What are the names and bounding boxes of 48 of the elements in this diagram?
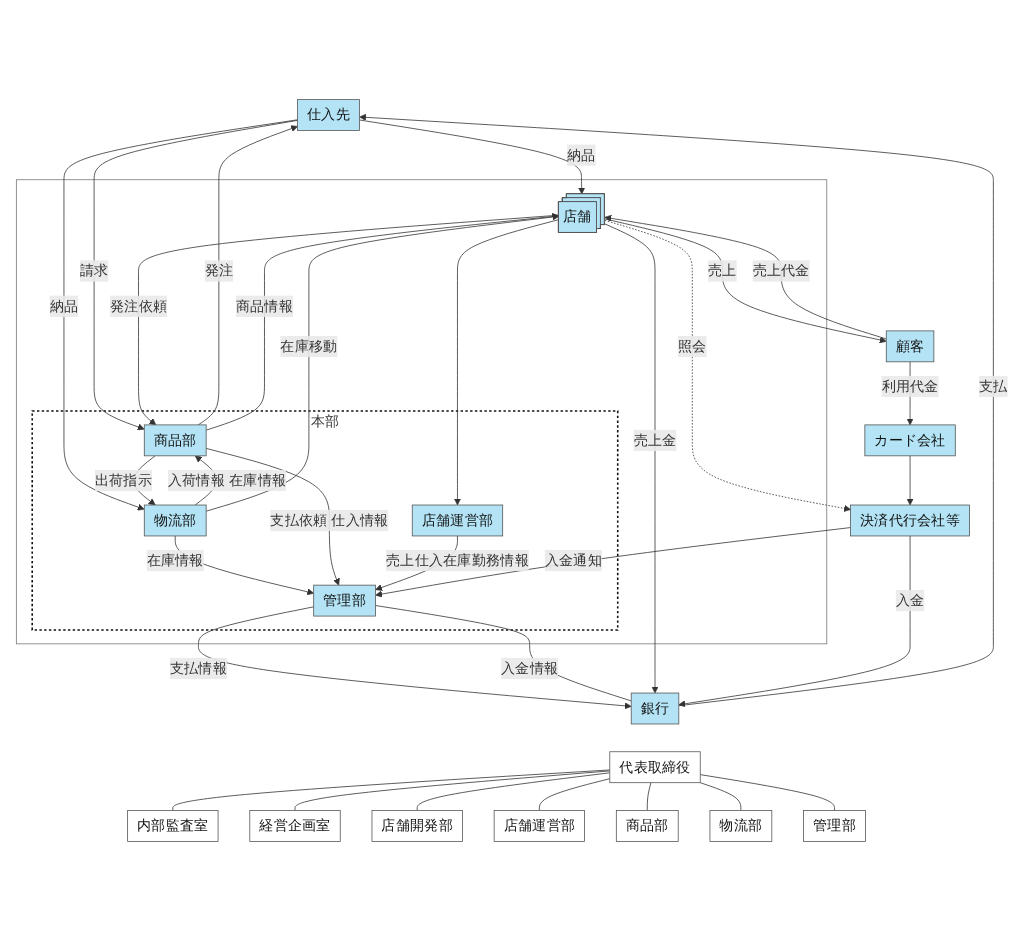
- node-box: 経営企画室: [249, 810, 341, 842]
- connector: [699, 774, 835, 811]
- edge-label: 入荷情報 在庫情報: [167, 472, 287, 488]
- edge-label: 発注: [204, 262, 234, 279]
- edge-label: 支払: [979, 378, 1008, 394]
- edge-label: 請求: [79, 262, 109, 279]
- edge-label: 納品: [49, 297, 79, 314]
- edge-label: 支払依頼 仕入情報: [270, 512, 389, 529]
- cluster: [15, 179, 828, 645]
- node-box: 内部監査室: [127, 810, 219, 842]
- node-box: 店舗運営部: [411, 504, 504, 537]
- edge-label: 売上金: [633, 432, 677, 448]
- node-box: 物流部: [143, 504, 207, 537]
- connector: [416, 772, 611, 811]
- edge-label: 売上仕入在庫勤務情報: [386, 552, 529, 569]
- node-box: カード会社: [864, 424, 956, 457]
- edge-label: 支払情報: [169, 660, 227, 676]
- connector: [172, 769, 611, 811]
- node-box: 商品部: [143, 424, 207, 457]
- edge-label: 在庫移動: [280, 338, 338, 354]
- connector: [538, 778, 611, 811]
- edge-label: 商品情報: [235, 297, 294, 314]
- edge-label: 納品: [567, 146, 596, 163]
- edge-label: 出荷指示: [94, 472, 153, 488]
- edge-label: 入金: [895, 592, 925, 609]
- edge-label: 売上代金: [752, 262, 810, 279]
- node-box: 商品部: [615, 810, 679, 842]
- edge-label: 売上: [708, 262, 737, 279]
- node-box: 銀行: [630, 692, 680, 725]
- node-box: 管理部: [803, 810, 866, 842]
- edge-label: 照会: [678, 338, 707, 354]
- connector: [375, 605, 632, 702]
- connector: [646, 782, 652, 811]
- edge-label: 発注依頼: [109, 297, 168, 314]
- node-box: 店舗運営部: [493, 810, 585, 842]
- node-box: 仕入先: [297, 99, 360, 131]
- node-box: 店舗開発部: [371, 810, 463, 842]
- node-box: 顧客: [885, 330, 935, 363]
- edge-label: 入金情報: [501, 660, 559, 676]
- edge-label: 入金通知: [544, 552, 602, 569]
- node-box: 物流部: [709, 810, 773, 842]
- connector: [294, 770, 611, 811]
- edge-label: 利用代金: [881, 378, 939, 394]
- edge-label: 在庫情報: [146, 552, 204, 569]
- connector: [699, 782, 742, 811]
- node-box: 代表取締役: [609, 751, 701, 784]
- node-box: 管理部: [313, 584, 376, 617]
- node-box: 決済代行会社等: [850, 504, 970, 537]
